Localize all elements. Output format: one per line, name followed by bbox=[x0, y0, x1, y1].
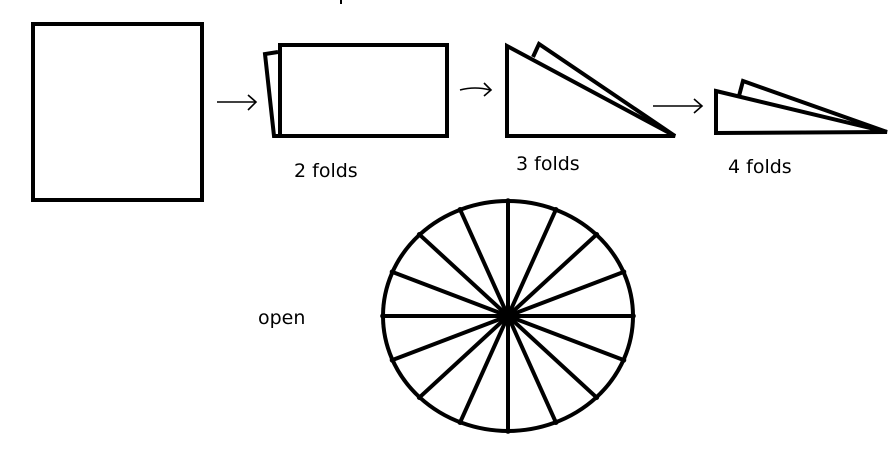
crease-end-dot bbox=[389, 269, 396, 275]
two-folds-shape bbox=[262, 43, 449, 138]
top-tick-mark bbox=[340, 0, 342, 4]
crease-end-dot bbox=[380, 313, 386, 319]
unfolded-square bbox=[31, 22, 204, 202]
right-arrow-icon bbox=[217, 94, 258, 111]
crease-line bbox=[418, 233, 510, 318]
crease-line bbox=[506, 314, 598, 399]
crease-end-dot bbox=[505, 428, 511, 434]
crease-line bbox=[458, 208, 510, 317]
label-three-folds: 3 folds bbox=[516, 153, 580, 175]
crease-end-dot bbox=[505, 198, 511, 204]
crease-line bbox=[391, 270, 509, 318]
crease-line bbox=[458, 315, 510, 424]
crease-end-dot bbox=[620, 357, 627, 363]
crease-line bbox=[506, 233, 598, 318]
three-folds-shape bbox=[505, 41, 677, 138]
label-four-folds: 4 folds bbox=[728, 156, 792, 178]
crease-end-dot bbox=[593, 394, 600, 401]
four-folds-shape bbox=[714, 78, 888, 136]
opened-circle bbox=[380, 198, 636, 434]
crease-line bbox=[507, 270, 625, 318]
crease-end-dot bbox=[593, 231, 600, 238]
crease-end-dot bbox=[416, 231, 423, 238]
label-two-folds: 2 folds bbox=[294, 160, 358, 182]
crease-line bbox=[507, 314, 625, 362]
right-arrow-icon bbox=[653, 98, 704, 114]
crease-end-dot bbox=[630, 313, 636, 319]
crease-end-dot bbox=[457, 207, 464, 213]
crease-end-dot bbox=[416, 394, 423, 401]
crease-line bbox=[391, 314, 509, 362]
label-open: open bbox=[258, 307, 306, 329]
right-arrow-icon bbox=[459, 82, 493, 97]
crease-end-dot bbox=[553, 419, 559, 426]
crease-end-dot bbox=[389, 357, 396, 363]
crease-line bbox=[418, 314, 510, 399]
circle-center bbox=[500, 308, 516, 324]
crease-line bbox=[506, 208, 558, 317]
crease-end-dot bbox=[620, 269, 627, 275]
crease-end-dot bbox=[553, 207, 559, 213]
crease-line bbox=[506, 315, 558, 424]
crease-end-dot bbox=[457, 419, 464, 426]
